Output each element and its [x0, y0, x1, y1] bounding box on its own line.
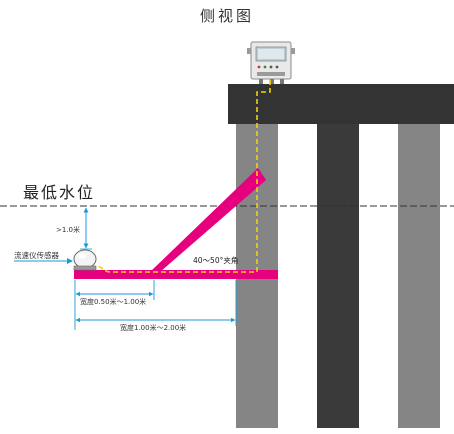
pillar-middle: [317, 122, 359, 428]
horizontal-bracket: [74, 270, 278, 279]
depth-label: >1.0米: [56, 225, 80, 234]
water-level-label: 最低水位: [23, 183, 95, 202]
angle-label: 40～50°夹角: [193, 255, 238, 265]
long-width-label: 宽度1.00米～2.00米: [120, 323, 186, 332]
controller-box-icon: [247, 41, 295, 84]
short-width-label: 宽度0.50米～1.00米: [80, 297, 146, 306]
diagonal-brace: [150, 168, 266, 272]
diagram-title: 侧视图: [200, 7, 254, 25]
pillar-right: [398, 122, 440, 428]
sensor-cable: [95, 80, 271, 273]
bridge-beam: [228, 84, 454, 124]
flow-sensor-icon: [73, 249, 97, 271]
sensor-label: 流速仪传感器: [14, 250, 59, 260]
sensor-leader-arrow: [67, 258, 73, 264]
